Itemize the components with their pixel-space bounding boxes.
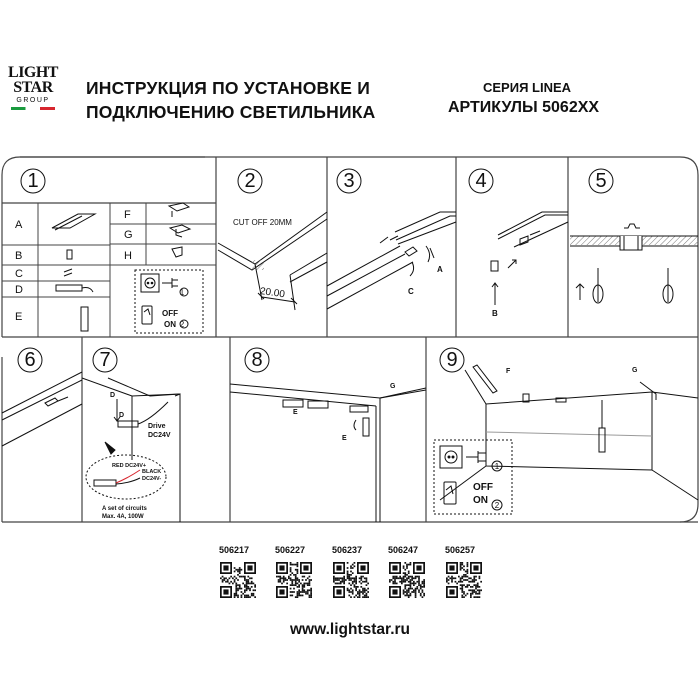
red-wire-label: RED DC24V+ [112,463,146,469]
black-wire-label-line1: BLACK [142,469,161,475]
step-8-label-e2: E [342,435,347,442]
qr-code-3 [333,562,369,598]
step-7-label-d-upper: D [110,392,115,399]
logo-flag-stripe [11,107,55,110]
article-code-2: 506227 [275,545,306,555]
part-label-f: F [124,209,131,221]
step-8-label-e1: E [293,409,298,416]
title-line-2: ПОДКЛЮЧЕНИЮ СВЕТИЛЬНИКА [86,102,376,122]
part-label-e: E [15,311,22,323]
qr-code-2 [276,562,312,598]
step-9-drawing [439,364,699,501]
step-number-7: 7 [99,349,110,371]
step-7-label-d-lower: D [119,412,124,419]
step-7-drawing [81,377,181,522]
part-e-corner-connector [80,306,89,332]
step-3-label-c: C [408,287,414,296]
part-label-c: C [15,268,23,280]
cut-dimension: 20.00 [259,286,286,300]
step-number-8: 8 [251,349,262,371]
step-number-3: 3 [343,170,354,192]
qr-code-4 [389,562,425,598]
part-d-power-connector [55,284,83,292]
step-number-6: 6 [24,349,35,371]
part-h-cap [171,246,183,258]
switch-1-on: ON [164,320,176,329]
part-g-corner [168,224,192,238]
part-b-clip [66,249,73,260]
part-c-connector [63,268,73,277]
step-5-drawing [570,223,698,304]
power-switch-box-9 [433,439,513,515]
part-label-h: H [124,250,132,262]
step-4-label-b: B [492,309,498,318]
step-9-label-f: F [506,368,511,375]
article-code-1: 506217 [219,545,250,555]
step-number-9: 9 [446,349,457,371]
step-6-drawing [1,371,83,447]
drive-label-line1: Drive [148,423,166,430]
switch-9-off: OFF [473,482,493,493]
black-wire-label-line2: DC24V- [142,476,161,482]
circuit-note-line1: A set of circuits [102,506,147,512]
step-3-drawing [326,211,457,310]
part-label-g: G [124,229,133,241]
article-code-4: 506247 [388,545,419,555]
circuit-note-line2: Max. 4A, 100W [102,514,144,520]
switch-9-on: ON [473,495,488,506]
step-number-1: 1 [27,170,38,192]
part-label-d: D [15,284,23,296]
switch-9-num-2: 2 [495,501,500,510]
switch-9-num-1: 1 [495,462,500,471]
step-2-drawing [217,211,328,311]
logo-text-group: GROUP [16,97,50,104]
step-number-2: 2 [244,170,255,192]
step-4-drawing [490,211,569,305]
logo-text-star: STAR [13,79,53,96]
article-code-5: 506257 [445,545,476,555]
drive-label-line2: DC24V [148,432,171,439]
cut-off-label: CUT OFF 20MM [233,218,292,227]
power-switch-box-1 [134,269,204,334]
series-label: СЕРИЯ LINEA [483,80,572,95]
step-8-drawing [229,383,427,522]
qr-code-1 [220,562,256,598]
step-9-label-g: G [632,367,638,374]
brand-logo: LIGHT STAR GROUP [8,64,58,130]
qr-code-5 [446,562,482,598]
part-label-b: B [15,250,22,262]
part-label-a: A [15,219,23,231]
switch-1-off: OFF [162,309,178,318]
step-number-5: 5 [595,170,606,192]
articles-label: АРТИКУЛЫ 5062XX [448,99,600,116]
part-f-end-cap [167,202,191,217]
document-title: ИНСТРУКЦИЯ ПО УСТАНОВКЕ И ПОДКЛЮЧЕНИЮ СВ… [86,76,376,124]
step-number-4: 4 [475,170,486,192]
title-line-1: ИНСТРУКЦИЯ ПО УСТАНОВКЕ И [86,78,370,98]
part-a-profile [51,213,97,229]
logo-text-light: LIGHT [8,64,58,81]
article-code-3: 506237 [332,545,363,555]
step-3-label-a: A [437,265,443,274]
website-url[interactable]: www.lightstar.ru [290,621,410,638]
panel-1-frame-left [1,156,21,337]
switch-1-num-1: 1 [180,288,185,297]
switch-1-num-2: 2 [180,320,185,329]
step-8-label-g: G [390,383,396,390]
